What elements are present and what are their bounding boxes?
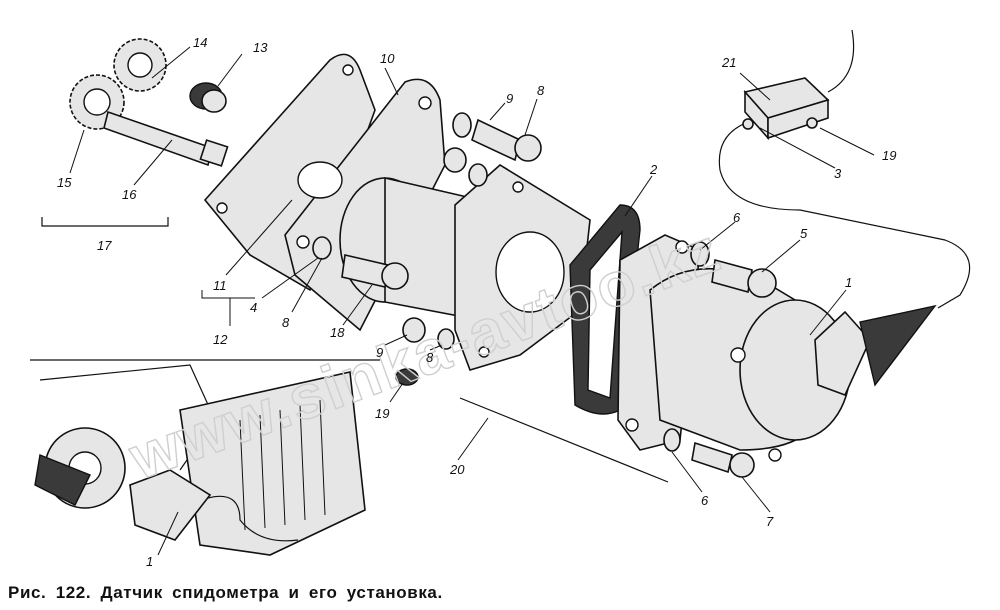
washer-4	[312, 236, 332, 260]
washers-9-upper	[443, 112, 488, 187]
callout-17: 17	[97, 238, 112, 253]
callout-20: 20	[449, 462, 465, 477]
callout-1-inset: 1	[146, 554, 153, 569]
callout-13: 13	[253, 40, 268, 55]
callout-12: 12	[213, 332, 228, 347]
bushing-13	[189, 82, 227, 113]
callout-8-mid: 8	[282, 315, 290, 330]
connector-block-21	[718, 29, 971, 309]
callout-21: 21	[721, 55, 736, 70]
figure-caption: Рис. 122. Датчик спидометра и его устано…	[8, 583, 443, 602]
callout-8-upper: 8	[537, 83, 545, 98]
bolt-5	[690, 241, 777, 298]
adapter-plate	[454, 164, 591, 371]
speedometer-sensor	[617, 234, 937, 462]
callout-19-upper: 19	[882, 148, 896, 163]
callout-6-lower: 6	[701, 493, 709, 508]
screw-18	[341, 254, 409, 290]
bolt-8-upper	[471, 118, 542, 162]
leader-lines	[69, 46, 875, 556]
callout-16: 16	[122, 187, 137, 202]
bolt-7	[663, 428, 755, 478]
callout-14: 14	[193, 35, 207, 50]
washers-lower	[395, 317, 455, 386]
rod-20	[459, 397, 669, 483]
callout-3: 3	[834, 166, 842, 181]
callout-9-upper: 9	[506, 91, 513, 106]
callout-8-lower: 8	[426, 350, 434, 365]
callout-1-main: 1	[845, 275, 852, 290]
callout-7: 7	[766, 514, 774, 529]
callout-18: 18	[330, 325, 345, 340]
callout-2: 2	[649, 162, 658, 177]
callout-19-lower: 19	[375, 406, 389, 421]
callout-6-upper: 6	[733, 210, 741, 225]
callout-4: 4	[250, 300, 257, 315]
callout-9-lower: 9	[376, 345, 383, 360]
installation-inset	[30, 359, 380, 556]
exploded-view-diagram: www.sinka-avtoo.kz 14 13 15 16 17 10 9 8…	[30, 29, 971, 569]
callout-10: 10	[380, 51, 395, 66]
drive-gear-assembly	[69, 38, 229, 167]
callout-labels: 14 13 15 16 17 10 9 8 11 4 8 12 18 9 8 1…	[57, 35, 896, 569]
callout-11: 11	[213, 278, 227, 293]
callout-15: 15	[57, 175, 72, 190]
bracket-17	[41, 217, 169, 227]
callout-5: 5	[800, 226, 808, 241]
